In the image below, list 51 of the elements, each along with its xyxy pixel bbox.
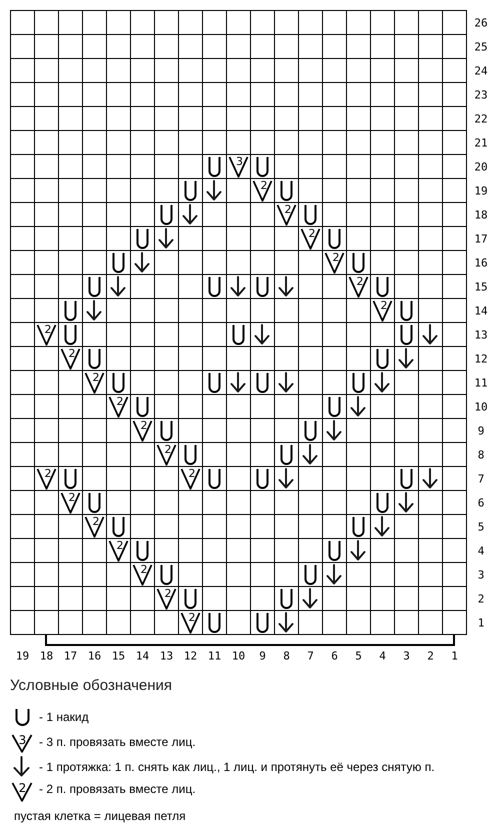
column-number: 13	[160, 650, 174, 662]
row-number: 9	[478, 424, 484, 438]
row-number: 25	[474, 40, 488, 54]
row-number: 3	[478, 568, 484, 582]
row-number: 4	[478, 544, 484, 558]
legend-text: - 1 протяжка: 1 п. снять как лиц., 1 лиц. и протянуть её через снятую п.	[39, 760, 435, 774]
row-number: 21	[474, 136, 488, 150]
row-number: 6	[478, 496, 484, 510]
legend-text: - 3 п. провязать вместе лиц.	[39, 735, 196, 749]
row-number: 18	[474, 208, 488, 222]
row-number: 17	[474, 232, 488, 246]
legend-text: - 1 накид	[39, 710, 89, 724]
column-number: 18	[40, 650, 54, 662]
row-number: 13	[474, 328, 488, 342]
row-number: 24	[474, 64, 488, 78]
row-number: 26	[474, 16, 488, 30]
row-number: 2	[478, 592, 484, 606]
row-number: 16	[474, 256, 488, 270]
row-number: 23	[474, 88, 488, 102]
row-number: 1	[478, 616, 484, 630]
column-number: 9	[259, 650, 266, 662]
row-number: 22	[474, 112, 488, 126]
row-number: 8	[478, 448, 484, 462]
legend-text: - 2 п. провязать вместе лиц.	[39, 782, 196, 796]
column-number: 12	[184, 650, 198, 662]
column-number: 16	[88, 650, 102, 662]
column-number: 1	[451, 650, 458, 662]
row-number: 19	[474, 184, 488, 198]
column-number: 11	[208, 650, 222, 662]
note-text: пустая клетка = лицевая петля	[14, 809, 186, 823]
row-number: 12	[474, 352, 488, 366]
column-number: 8	[283, 650, 290, 662]
column-number: 17	[64, 650, 78, 662]
column-number: 4	[379, 650, 386, 662]
row-number: 7	[478, 472, 484, 486]
column-number: 14	[136, 650, 150, 662]
row-number: 20	[474, 160, 488, 174]
column-number: 2	[427, 650, 434, 662]
column-number: 19	[16, 650, 30, 662]
column-number: 7	[307, 650, 314, 662]
row-number: 11	[474, 376, 488, 390]
column-number: 3	[403, 650, 410, 662]
row-number: 14	[474, 304, 488, 318]
row-number: 5	[478, 520, 484, 534]
column-number: 10	[232, 650, 246, 662]
column-number: 6	[331, 650, 338, 662]
legend-heading: Условные обозначения	[10, 677, 172, 695]
row-number: 15	[474, 280, 488, 294]
row-number: 10	[474, 400, 488, 414]
column-number: 15	[112, 650, 126, 662]
column-number: 5	[355, 650, 362, 662]
